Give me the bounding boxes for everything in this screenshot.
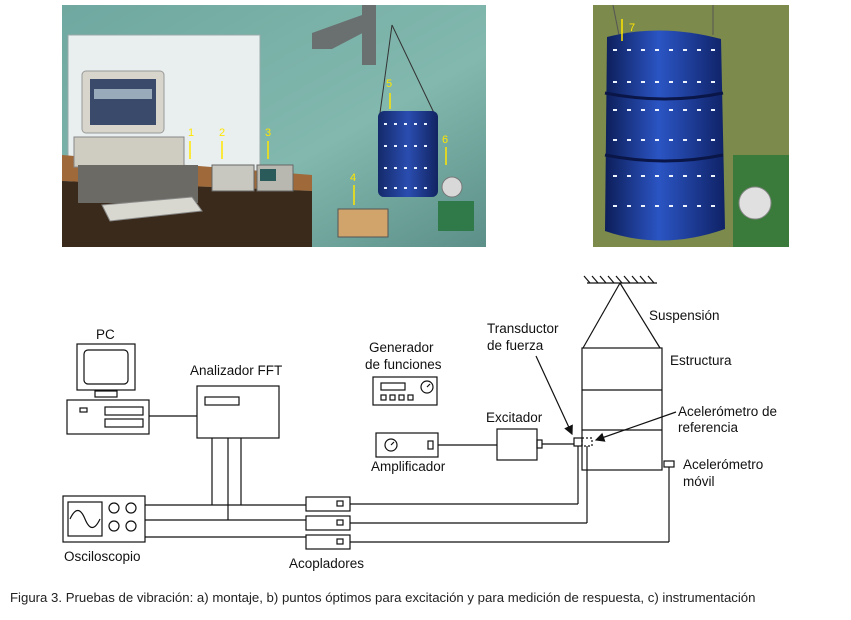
function-generator [211, 164, 255, 192]
label-mobile-accel-line2: móvil [683, 474, 715, 489]
label-generator-line2: de funciones [365, 357, 442, 372]
fft-analyzer-icon [196, 385, 280, 439]
marker-arrows [189, 93, 447, 205]
fft-analyzer-unit [78, 165, 198, 203]
drum-photo: 7 [593, 5, 789, 247]
keyboard [101, 196, 203, 222]
label-structure: Estructura [670, 353, 732, 368]
monitor-screen [90, 79, 156, 125]
drum-photo-drawing: 7 [593, 5, 789, 247]
label-ref-accel-line1: Acelerómetro de [678, 404, 777, 419]
wire-right [391, 24, 435, 114]
marker-7: 7 [629, 22, 635, 34]
label-couplers: Acopladores [289, 556, 364, 571]
marker-3: 3 [265, 127, 271, 139]
ceiling-post [362, 5, 376, 65]
label-suspension: Suspensión [649, 308, 720, 323]
exciter-icon [496, 428, 574, 461]
wire-left [612, 5, 620, 36]
ceiling-support [312, 15, 374, 49]
force-transducer-pointer [535, 355, 573, 436]
pc-icon [66, 343, 150, 435]
signal-wires [145, 438, 670, 543]
instrumentation-diagram: PC Analizador FFT Generador de funciones… [62, 275, 777, 571]
wire-left [379, 24, 393, 114]
structure-icon [581, 347, 663, 471]
drum-ribs [604, 91, 724, 163]
reference-accelerometer-icon [581, 437, 593, 447]
label-amplifier: Amplificador [371, 459, 446, 474]
mobile-accelerometer-icon [663, 460, 675, 468]
exciter [738, 186, 772, 220]
marker-1: 1 [188, 127, 194, 139]
drum-points [613, 49, 715, 207]
marker-2: 2 [219, 127, 225, 139]
oscilloscope-icon [62, 495, 146, 543]
drum [605, 30, 725, 241]
drum [378, 111, 438, 197]
oscilloscope-screen [260, 169, 276, 181]
setup-photo: 1 2 3 4 5 6 [62, 5, 486, 247]
label-generator-line1: Generador [369, 340, 434, 355]
setup-photo-drawing: 1 2 3 4 5 6 [62, 5, 486, 247]
label-exciter: Excitador [486, 410, 543, 425]
label-transducer-line2: de fuerza [487, 338, 544, 353]
exciter [441, 176, 463, 198]
exciter-stand [438, 201, 474, 231]
label-ref-accel-line2: referencia [678, 420, 739, 435]
couplers-box [337, 208, 389, 238]
label-fft-analyzer: Analizador FFT [190, 363, 282, 378]
screen-plot [94, 89, 152, 99]
function-generator-icon [372, 376, 438, 406]
label-pc: PC [96, 327, 115, 342]
label-mobile-accel-line1: Acelerómetro [683, 457, 763, 472]
couplers-icon [305, 496, 351, 550]
marker-4: 4 [350, 172, 356, 184]
figure-caption: Figura 3. Pruebas de vibración: a) monta… [10, 590, 756, 605]
amplifier-icon [375, 432, 439, 458]
reference-accelerometer-pointer [594, 411, 677, 442]
drum-dots [384, 123, 427, 189]
pc-case [73, 136, 185, 168]
marker-5: 5 [386, 78, 392, 90]
label-oscilloscope: Osciloscopio [64, 549, 141, 564]
marker-6: 6 [442, 134, 448, 146]
force-transducer-icon [573, 437, 583, 447]
suspension-icon [582, 275, 661, 349]
label-transducer-line1: Transductor [487, 321, 559, 336]
